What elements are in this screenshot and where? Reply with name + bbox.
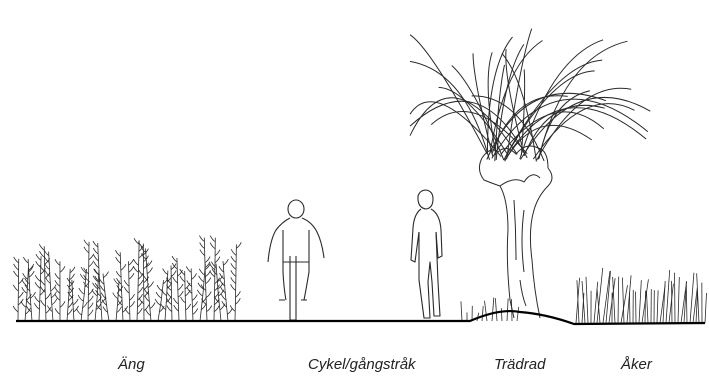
path-label: Cykel/gångstråk xyxy=(308,356,416,373)
meadow-label: Äng xyxy=(118,356,145,373)
field-grass xyxy=(461,268,707,323)
field-label: Åker xyxy=(621,356,652,373)
meadow-plants xyxy=(13,236,241,321)
cyclist-icon xyxy=(268,200,324,320)
pollard-tree-icon xyxy=(410,29,650,318)
pedestrian-icon xyxy=(411,190,442,318)
ground-line xyxy=(16,311,705,324)
tree-row-label: Trädrad xyxy=(494,356,545,373)
